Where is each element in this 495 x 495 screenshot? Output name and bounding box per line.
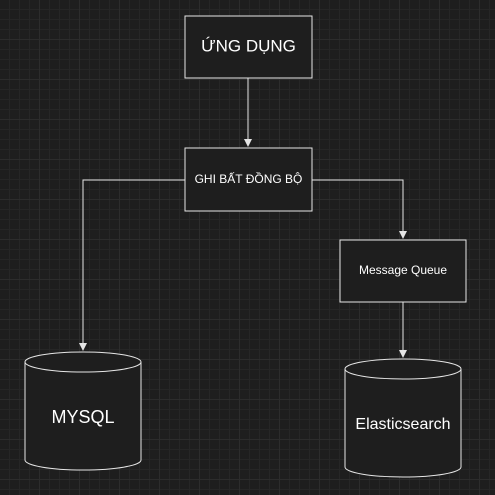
node-sync-write-label: GHI BẤT ĐỒNG BỘ (195, 171, 303, 186)
node-mysql-cylinder-rim (24, 361, 142, 373)
node-queue-label: Message Queue (359, 263, 447, 277)
node-mysql[interactable]: MYSQL (24, 351, 142, 471)
node-elastic[interactable]: Elasticsearch (344, 358, 462, 478)
node-app-label: ỨNG DỤNG (201, 36, 296, 55)
node-elastic-cylinder-rim (344, 368, 462, 380)
node-sync-write-box (184, 147, 313, 212)
node-mysql-label: MYSQL (51, 407, 114, 427)
edge-sync-write-to-mysql (79, 179, 185, 351)
node-queue[interactable]: Message Queue (339, 239, 467, 303)
node-queue-box (339, 239, 467, 303)
node-elastic-label: Elasticsearch (355, 416, 450, 433)
node-elastic-cylinder (344, 358, 462, 478)
edge-sync-write-to-queue (312, 179, 407, 239)
node-app-box (184, 15, 313, 79)
node-sync-write[interactable]: GHI BẤT ĐỒNG BỘ (184, 147, 313, 212)
node-app[interactable]: ỨNG DỤNG (184, 15, 313, 79)
node-mysql-cylinder (24, 351, 142, 471)
